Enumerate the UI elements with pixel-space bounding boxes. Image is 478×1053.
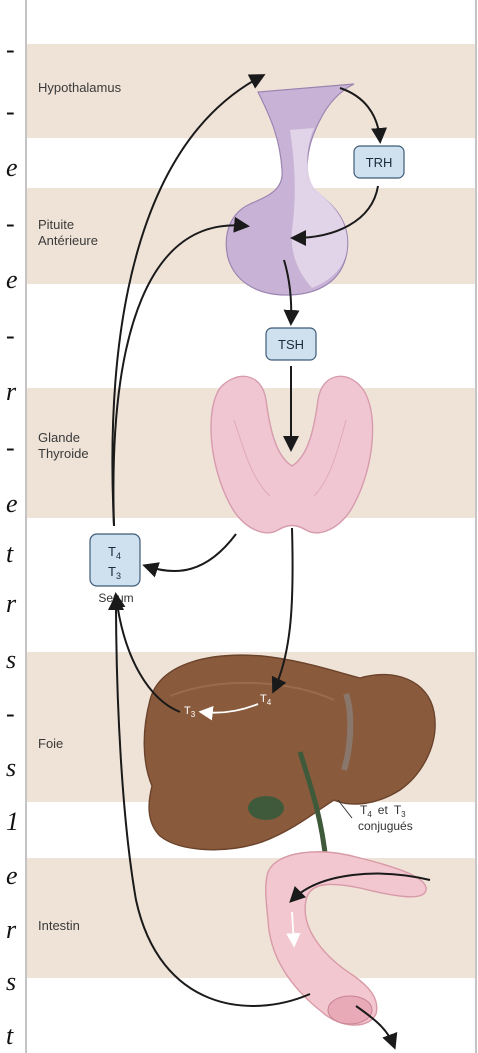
margin-glyph: s <box>6 753 16 782</box>
margin-glyph: e <box>6 489 18 518</box>
conjugates-line2: conjugués <box>358 819 413 833</box>
tsh-label: TSH <box>278 337 304 352</box>
margin-glyph: e <box>6 861 18 890</box>
label-hypothalamus: Hypothalamus <box>38 80 122 95</box>
margin-glyph: 1 <box>6 807 19 836</box>
trh-label: TRH <box>366 155 393 170</box>
label-liver: Foie <box>38 736 63 751</box>
margin-text-column: - - e - e - r - e t r s - s 1 e r s t <box>6 35 19 1050</box>
intestine-lumen <box>328 996 372 1024</box>
margin-glyph: r <box>6 377 17 406</box>
margin-glyph: s <box>6 967 16 996</box>
label-pituitary-line1: Pituite <box>38 217 74 232</box>
label-intestine: Intestin <box>38 918 80 933</box>
margin-glyph: - <box>6 97 15 126</box>
margin-glyph: t <box>6 539 14 568</box>
margin-glyph: - <box>6 699 15 728</box>
margin-glyph: - <box>6 433 15 462</box>
label-thyroid-line2: Thyroide <box>38 446 89 461</box>
serum-hormone-box: T4 T3 Serum <box>90 534 140 605</box>
margin-glyph: e <box>6 153 18 182</box>
margin-glyph: t <box>6 1021 14 1050</box>
label-pituitary-line2: Antérieure <box>38 233 98 248</box>
margin-glyph: r <box>6 589 17 618</box>
trh-hormone-box: TRH <box>354 146 404 178</box>
margin-glyph: s <box>6 645 16 674</box>
margin-glyph: e <box>6 265 18 294</box>
margin-glyph: - <box>6 35 15 64</box>
margin-glyph: r <box>6 915 17 944</box>
tsh-hormone-box: TSH <box>266 328 316 360</box>
gallbladder <box>248 796 284 820</box>
arrow-thyroid-to-serum <box>146 534 236 571</box>
margin-glyph: - <box>6 321 15 350</box>
margin-glyph: - <box>6 209 15 238</box>
label-thyroid-line1: Glande <box>38 430 80 445</box>
